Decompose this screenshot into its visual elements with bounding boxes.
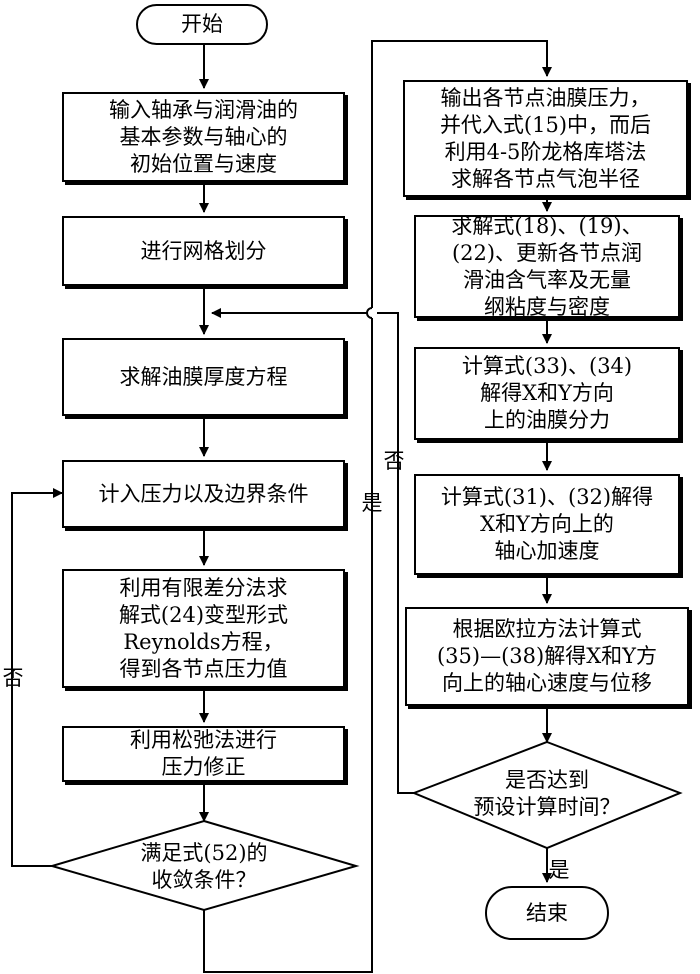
convergence-no-label: 否 <box>2 666 24 690</box>
loop-convergence-no <box>11 488 63 867</box>
update-gas-label: 求解式(18)、(19)、 (22)、更新各节点润 滑油含气率及无量 纲粘度与密… <box>451 213 643 319</box>
loop-time-no <box>212 313 419 794</box>
convergence-label: 满足式(52)的 收敛条件？ <box>140 841 268 892</box>
time-check-label: 是否达到 预设计算时间？ <box>473 768 621 819</box>
euler-box <box>405 607 689 706</box>
input-params-label: 输入轴承与润滑油的 基本参数与轴心的 初始位置与速度 <box>109 97 298 176</box>
film-thickness-box <box>62 338 345 416</box>
input-params-box <box>62 92 345 182</box>
film-force-box <box>414 347 680 440</box>
convergence-yes-label: 是 <box>361 491 383 515</box>
film-thickness-label: 求解油膜厚度方程 <box>119 364 288 389</box>
mesh-box <box>62 216 345 286</box>
finite-difference-box <box>62 569 345 688</box>
film-force-label: 计算式(33)、(34) 解得X和Y方向 上的油膜分力 <box>461 354 633 432</box>
acceleration-label: 计算式(31)、(32)解得 X和Y方向上的 轴心加速度 <box>440 485 654 563</box>
end-terminal <box>485 886 609 940</box>
output-pressure-box <box>403 80 688 197</box>
start-label: 开始 <box>181 12 223 36</box>
line-hop <box>366 307 373 319</box>
mesh-label: 进行网格划分 <box>140 238 267 263</box>
finite-difference-label: 利用有限差分法求 解式(24)变型形式 Reynolds方程， 得到各节点压力值 <box>118 575 289 681</box>
end-label: 结束 <box>526 900 568 925</box>
pressure-boundary-label: 计入压力以及边界条件 <box>98 481 309 506</box>
relaxation-label: 利用松弛法进行 压力修正 <box>130 728 277 779</box>
line-convergence-yes <box>203 40 547 973</box>
time-no-label: 否 <box>383 449 405 473</box>
convergence-diamond <box>48 819 360 912</box>
euler-label: 根据欧拉方法计算式 (35)—(38)解得X和Y方 向上的轴心速度与位移 <box>436 617 658 695</box>
acceleration-box <box>414 474 680 575</box>
output-pressure-label: 输出各节点油膜压力， 并代入式(15)中，而后 利用4-5阶龙格库塔法 求解各节… <box>439 85 652 191</box>
pressure-boundary-box <box>62 460 345 528</box>
relaxation-box <box>62 726 345 782</box>
time-check-diamond <box>411 740 683 850</box>
update-gas-box <box>414 215 680 318</box>
start-terminal <box>136 4 268 45</box>
time-yes-label: 是 <box>548 858 570 882</box>
